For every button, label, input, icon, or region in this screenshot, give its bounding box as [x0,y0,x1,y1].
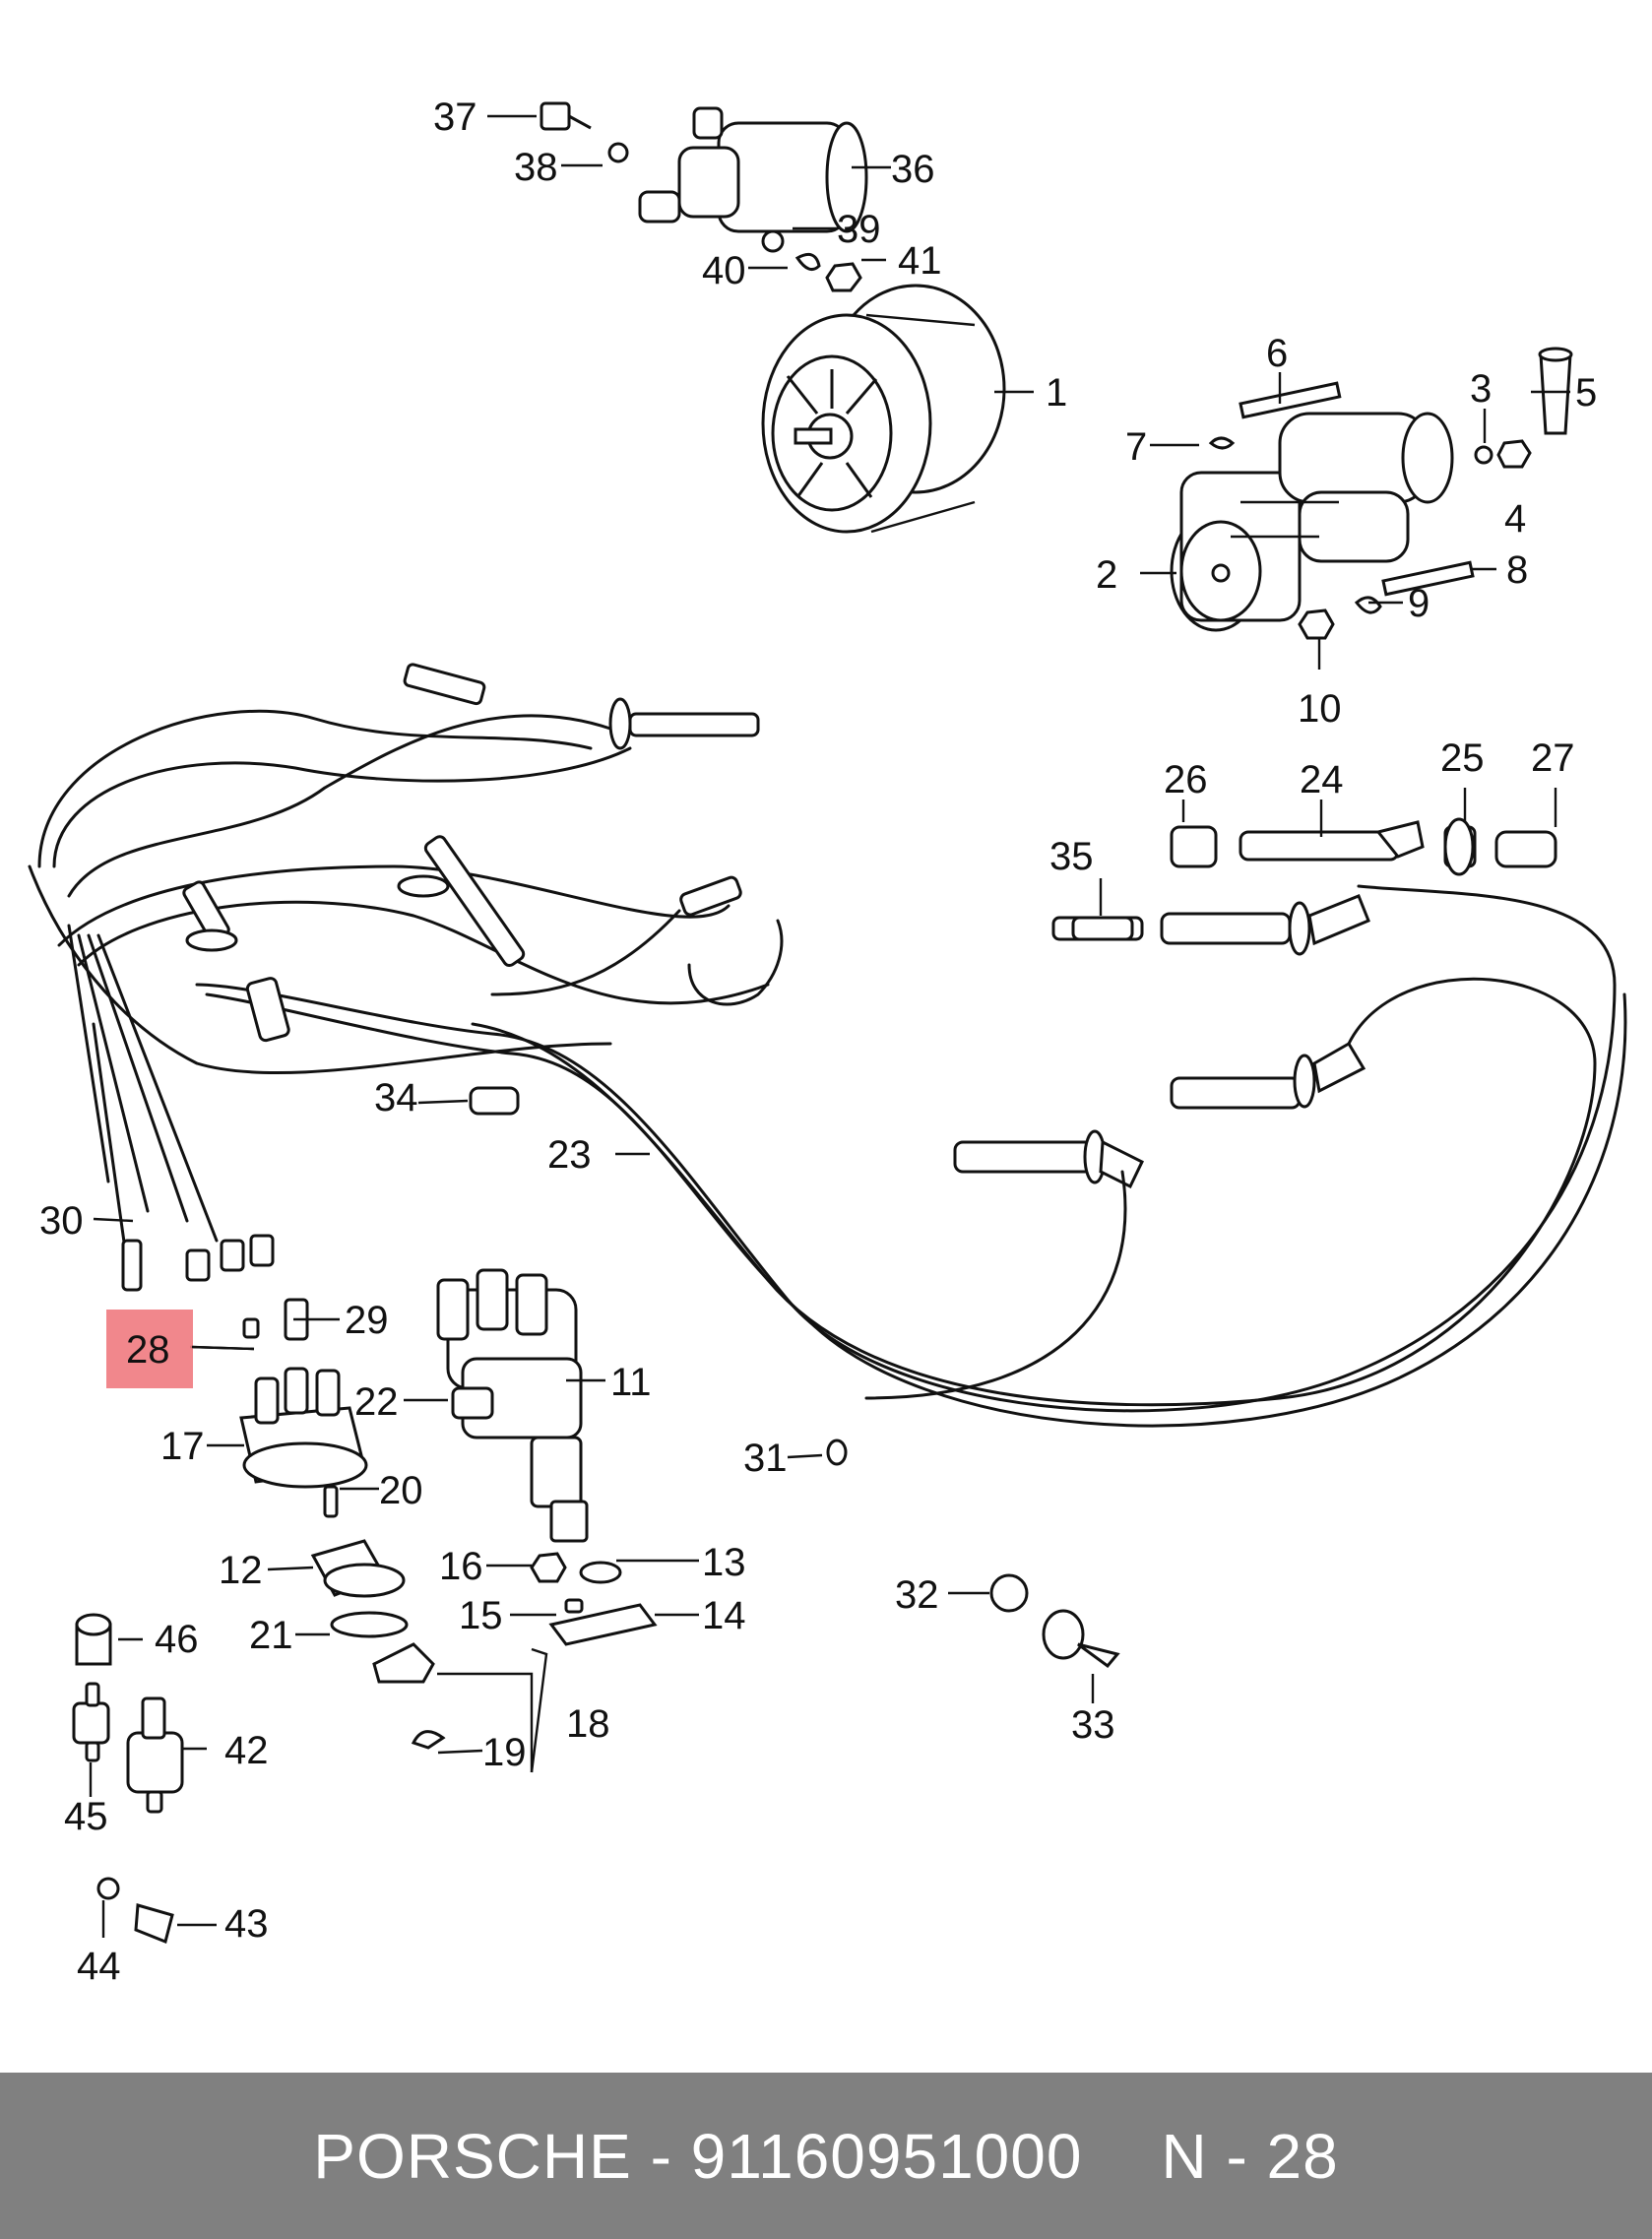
callout-30: 30 [39,1199,84,1243]
callout-31: 31 [743,1437,788,1480]
callout-1: 1 [1046,371,1067,415]
ignition-coil-drawing [540,101,868,292]
callout-labels: 1 2 3 4 5 6 7 8 9 10 11 12 13 14 15 16 1… [39,96,1597,1988]
callout-6: 6 [1266,332,1288,375]
callout-40: 40 [702,249,746,292]
callout-9: 9 [1408,582,1430,625]
callout-13: 13 [702,1541,746,1584]
callout-14: 14 [702,1594,746,1637]
distributor-drawing [436,1268,589,1543]
callout-18: 18 [566,1702,610,1746]
callout-23: 23 [547,1133,592,1177]
leader-lines [89,114,1570,1938]
callout-42: 42 [224,1729,269,1772]
parts-diagram: 1 2 3 4 5 6 7 8 9 10 11 12 13 14 15 16 1… [28,96,1627,1988]
callout-16: 16 [439,1545,483,1588]
callout-37: 37 [433,96,477,139]
generator-drawing [761,284,1006,534]
callout-11: 11 [610,1361,652,1404]
callout-33: 33 [1071,1703,1115,1747]
starter-motor-drawing [1170,347,1573,640]
callout-20: 20 [379,1469,423,1512]
left-plug-connectors [121,663,784,1341]
callout-12: 12 [219,1549,263,1592]
callout-2: 2 [1096,553,1117,597]
footer-bar: PORSCHE - 91160951000 N - 28 [0,2073,1652,2239]
callout-41: 41 [898,239,942,283]
callout-35: 35 [1049,835,1094,878]
callout-17: 17 [160,1425,205,1468]
callout-21: 21 [249,1614,293,1657]
callout-24: 24 [1300,758,1344,801]
callout-44: 44 [77,1945,121,1988]
callout-39: 39 [837,208,881,251]
callout-36: 36 [891,148,935,191]
callout-46: 46 [155,1618,199,1661]
ignition-wire-harness-drawing [28,709,1627,1428]
distributor-cap-drawing [239,1367,1120,1750]
highlight-box-28 [106,1310,193,1388]
leader-28 [191,1345,255,1351]
callout-28: 28 [126,1328,170,1372]
callout-4: 4 [1504,497,1526,541]
callout-25: 25 [1440,736,1485,780]
brand-part-number: PORSCHE - 91160951000 [313,2120,1083,2192]
callout-8: 8 [1506,548,1528,592]
callout-45: 45 [64,1795,108,1838]
callout-34: 34 [374,1076,418,1120]
callout-29: 29 [345,1299,389,1342]
right-plug-connectors [953,817,1557,1189]
callout-15: 15 [459,1594,503,1637]
callout-5: 5 [1575,371,1597,415]
callout-10: 10 [1298,687,1342,731]
callout-27: 27 [1531,736,1575,780]
callout-32: 32 [895,1573,939,1617]
callout-26: 26 [1164,758,1208,801]
sender-drawings [72,916,1134,1945]
callout-3: 3 [1470,367,1492,411]
callout-7: 7 [1125,425,1147,469]
callout-38: 38 [514,146,558,189]
callout-43: 43 [224,1902,269,1946]
callout-19: 19 [482,1731,527,1774]
page-reference: N - 28 [1161,2120,1339,2192]
callout-22: 22 [354,1380,399,1424]
